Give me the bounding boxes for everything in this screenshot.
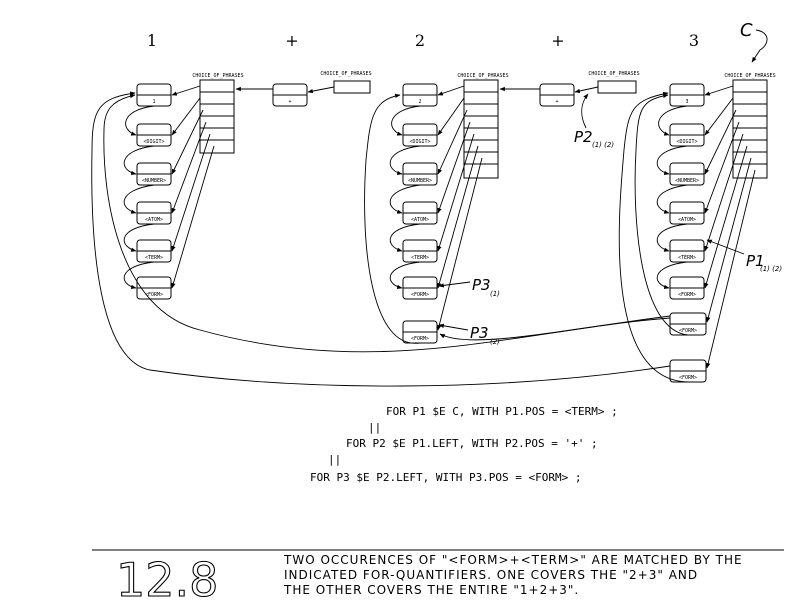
svg-text:<DIGIT>: <DIGIT> — [143, 139, 164, 145]
code-line-2: FOR P2 $E P1.LEFT, WITH P2.POS = '+' ; — [346, 437, 598, 450]
pointer-p3-1-label: P3 — [472, 276, 491, 294]
svg-text:<ATOM>: <ATOM> — [145, 217, 163, 223]
choice-label-plus2: CHOICE_OF_PHRASES — [588, 71, 639, 77]
pointer-p1-sub: (1) (2) — [760, 265, 782, 273]
node-col3-term: <TERM> — [669, 239, 705, 263]
pointer-p3-2-sub: (2) — [490, 338, 500, 346]
svg-text:<ATOM>: <ATOM> — [678, 217, 696, 223]
svg-text:<FORM>: <FORM> — [678, 292, 696, 298]
node-col1-term: <TERM> — [136, 239, 172, 263]
node-col3-atom: <ATOM> — [669, 201, 705, 225]
node-col3-form: <FORM> — [669, 276, 705, 300]
pointer-p1-label: P1 — [746, 252, 765, 270]
svg-text:<TERM>: <TERM> — [678, 255, 696, 261]
pointer-c-label: C — [740, 20, 753, 41]
link-plus1-choice — [307, 86, 335, 94]
code-bar-1: || — [368, 421, 381, 434]
choice-label-col2: CHOICE_OF_PHRASES — [457, 73, 508, 79]
svg-text:<FORM>: <FORM> — [411, 336, 429, 342]
code-bar-2: || — [328, 453, 341, 466]
node-col2-atom: <ATOM> — [402, 201, 438, 225]
choice-label-plus1: CHOICE_OF_PHRASES — [320, 71, 371, 77]
col-label-2: 2 — [415, 31, 425, 50]
pointer-p3-2-arrow — [438, 323, 469, 331]
node-col1-text: 1 — [136, 83, 172, 107]
svg-text:<FORM>: <FORM> — [679, 328, 697, 334]
node-col3-text: 3 — [669, 83, 705, 107]
svg-text:<TERM>: <TERM> — [145, 255, 163, 261]
link-form-full-to-col1 — [91, 91, 671, 387]
caption-line-1: TWO OCCURENCES OF "<FORM>+<TERM>" ARE MA… — [283, 553, 743, 567]
node-plus2: + — [539, 83, 575, 107]
pointer-c-arrow — [751, 29, 768, 63]
node-col2-term: <TERM> — [402, 239, 438, 263]
choice-list-col1 — [199, 79, 235, 154]
node-col1-atom: <ATOM> — [136, 201, 172, 225]
svg-text:<ATOM>: <ATOM> — [411, 217, 429, 223]
choice-label-col3: CHOICE_OF_PHRASES — [724, 73, 775, 79]
links-col1 — [123, 85, 215, 290]
choice-list-plus2 — [597, 80, 637, 94]
svg-text:<TERM>: <TERM> — [411, 255, 429, 261]
svg-text:1: 1 — [152, 99, 155, 105]
node-col2-text: 2 — [402, 83, 438, 107]
svg-text:+: + — [288, 99, 291, 105]
node-col3-digit: <DIGIT> — [669, 123, 705, 147]
node-col2-digit: <DIGIT> — [402, 123, 438, 147]
node-col1-digit: <DIGIT> — [136, 123, 172, 147]
caption-line-2: INDICATED FOR-QUANTIFIERS. ONE COVERS TH… — [284, 568, 698, 582]
pointer-p3-1-sub: (1) — [490, 290, 500, 298]
choice-label-col1: CHOICE_OF_PHRASES — [192, 73, 243, 79]
link-plus2-choice — [574, 86, 599, 94]
svg-text:<NUMBER>: <NUMBER> — [408, 178, 432, 184]
pointer-p3-1-arrow — [438, 281, 471, 288]
node-col3-form-long-2: <FORM> — [669, 359, 707, 383]
caption-line-3: THE OTHER COVERS THE ENTIRE "1+2+3". — [283, 583, 579, 597]
code-line-3: FOR P3 $E P2.LEFT, WITH P3.POS = <FORM> … — [310, 471, 582, 484]
svg-text:+: + — [555, 99, 558, 105]
node-col2-form-long: <FORM> — [402, 320, 438, 344]
col-label-1: 1 — [147, 31, 157, 50]
col-label-plus-2: + — [551, 31, 564, 50]
node-col3-number: <NUMBER> — [669, 162, 705, 186]
svg-text:<FORM>: <FORM> — [411, 292, 429, 298]
svg-text:3: 3 — [685, 99, 688, 105]
svg-text:2: 2 — [418, 99, 421, 105]
node-col1-number: <NUMBER> — [136, 162, 172, 186]
figure-number: 12.8 — [116, 553, 218, 607]
pointer-p2-label: P2 — [574, 128, 593, 146]
pointer-p3-2-label: P3 — [470, 324, 489, 342]
link-form-2plus3-to-col2form — [439, 315, 671, 341]
svg-text:<FORM>: <FORM> — [145, 292, 163, 298]
node-plus1: + — [272, 83, 308, 107]
col-label-plus-1: + — [285, 31, 298, 50]
node-col2-number: <NUMBER> — [402, 162, 438, 186]
choice-list-plus1 — [333, 80, 371, 94]
code-line-1: FOR P1 $E C, WITH P1.POS = <TERM> ; — [386, 405, 618, 418]
links-col3 — [618, 85, 756, 383]
node-col2-form: <FORM> — [402, 276, 438, 300]
pointer-p1-arrow — [706, 239, 745, 255]
svg-text:<DIGIT>: <DIGIT> — [409, 139, 430, 145]
node-col1-form: <FORM> — [136, 276, 172, 300]
svg-text:<NUMBER>: <NUMBER> — [675, 178, 699, 184]
node-col3-form-long-1: <FORM> — [669, 312, 707, 336]
links-col2 — [364, 85, 483, 344]
svg-text:<DIGIT>: <DIGIT> — [676, 139, 697, 145]
col-label-3: 3 — [689, 31, 699, 50]
link-form-2plus3-to-col1 — [103, 93, 671, 353]
svg-text:<NUMBER>: <NUMBER> — [142, 178, 166, 184]
pointer-p2-arrow — [581, 93, 589, 129]
pointer-p2-sub: (1) (2) — [592, 141, 614, 149]
svg-text:<FORM>: <FORM> — [679, 375, 697, 381]
